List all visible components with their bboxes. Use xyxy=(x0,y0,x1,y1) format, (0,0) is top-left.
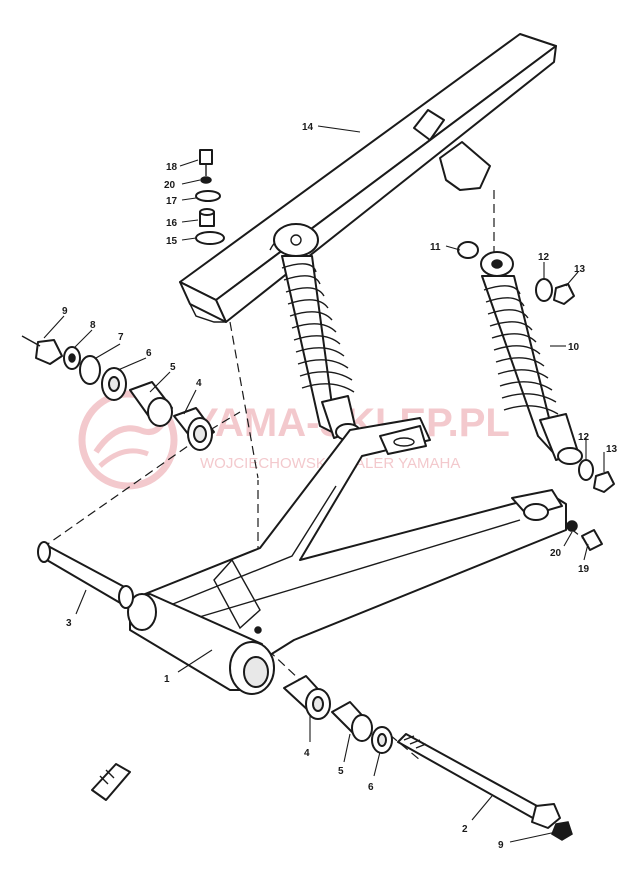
callout-3: 3 xyxy=(66,618,72,629)
right-pivot-hardware xyxy=(283,675,393,754)
callout-15: 15 xyxy=(166,236,178,247)
right-shock-absorber xyxy=(480,251,583,465)
pivot-shaft xyxy=(397,733,573,841)
callout-11: 11 xyxy=(430,242,441,253)
left-pivot-hardware xyxy=(21,335,215,451)
callout-16: 16 xyxy=(166,218,178,229)
callout-13-top: 13 xyxy=(574,264,586,275)
callout-5-right: 5 xyxy=(338,766,344,777)
swingarm xyxy=(127,417,567,695)
callout-4-right: 4 xyxy=(304,748,310,759)
callout-5-left: 5 xyxy=(170,362,176,373)
pivot-tube xyxy=(37,541,134,609)
callout-18: 18 xyxy=(166,162,178,173)
callout-13-bottom: 13 xyxy=(606,444,618,455)
callout-14: 14 xyxy=(302,122,314,133)
callout-1: 1 xyxy=(164,674,170,685)
callout-labels: 1 2 3 4 4 5 5 6 6 7 8 9 9 10 11 12 12 13… xyxy=(62,122,618,851)
callout-9-right: 9 xyxy=(498,840,504,851)
callout-4-left: 4 xyxy=(196,378,202,389)
callout-19: 19 xyxy=(578,564,590,575)
callout-8: 8 xyxy=(90,320,96,331)
callout-12-bottom: 12 xyxy=(578,432,590,443)
top-mount-stack xyxy=(195,149,225,245)
callout-9-left: 9 xyxy=(62,306,68,317)
callout-2: 2 xyxy=(462,824,468,835)
callout-20-bottom: 20 xyxy=(550,548,562,559)
callout-10: 10 xyxy=(568,342,580,353)
callout-6-right: 6 xyxy=(368,782,374,793)
right-shock-hardware xyxy=(457,241,615,551)
left-shock-absorber xyxy=(273,223,361,441)
watermark-logo xyxy=(78,390,178,490)
callout-17: 17 xyxy=(166,196,178,207)
front-arrow-icon xyxy=(91,763,131,801)
callout-6-left: 6 xyxy=(146,348,152,359)
callout-7: 7 xyxy=(118,332,124,343)
callout-20-top: 20 xyxy=(164,180,176,191)
callout-12-top: 12 xyxy=(538,252,550,263)
leader-lines xyxy=(43,125,605,843)
